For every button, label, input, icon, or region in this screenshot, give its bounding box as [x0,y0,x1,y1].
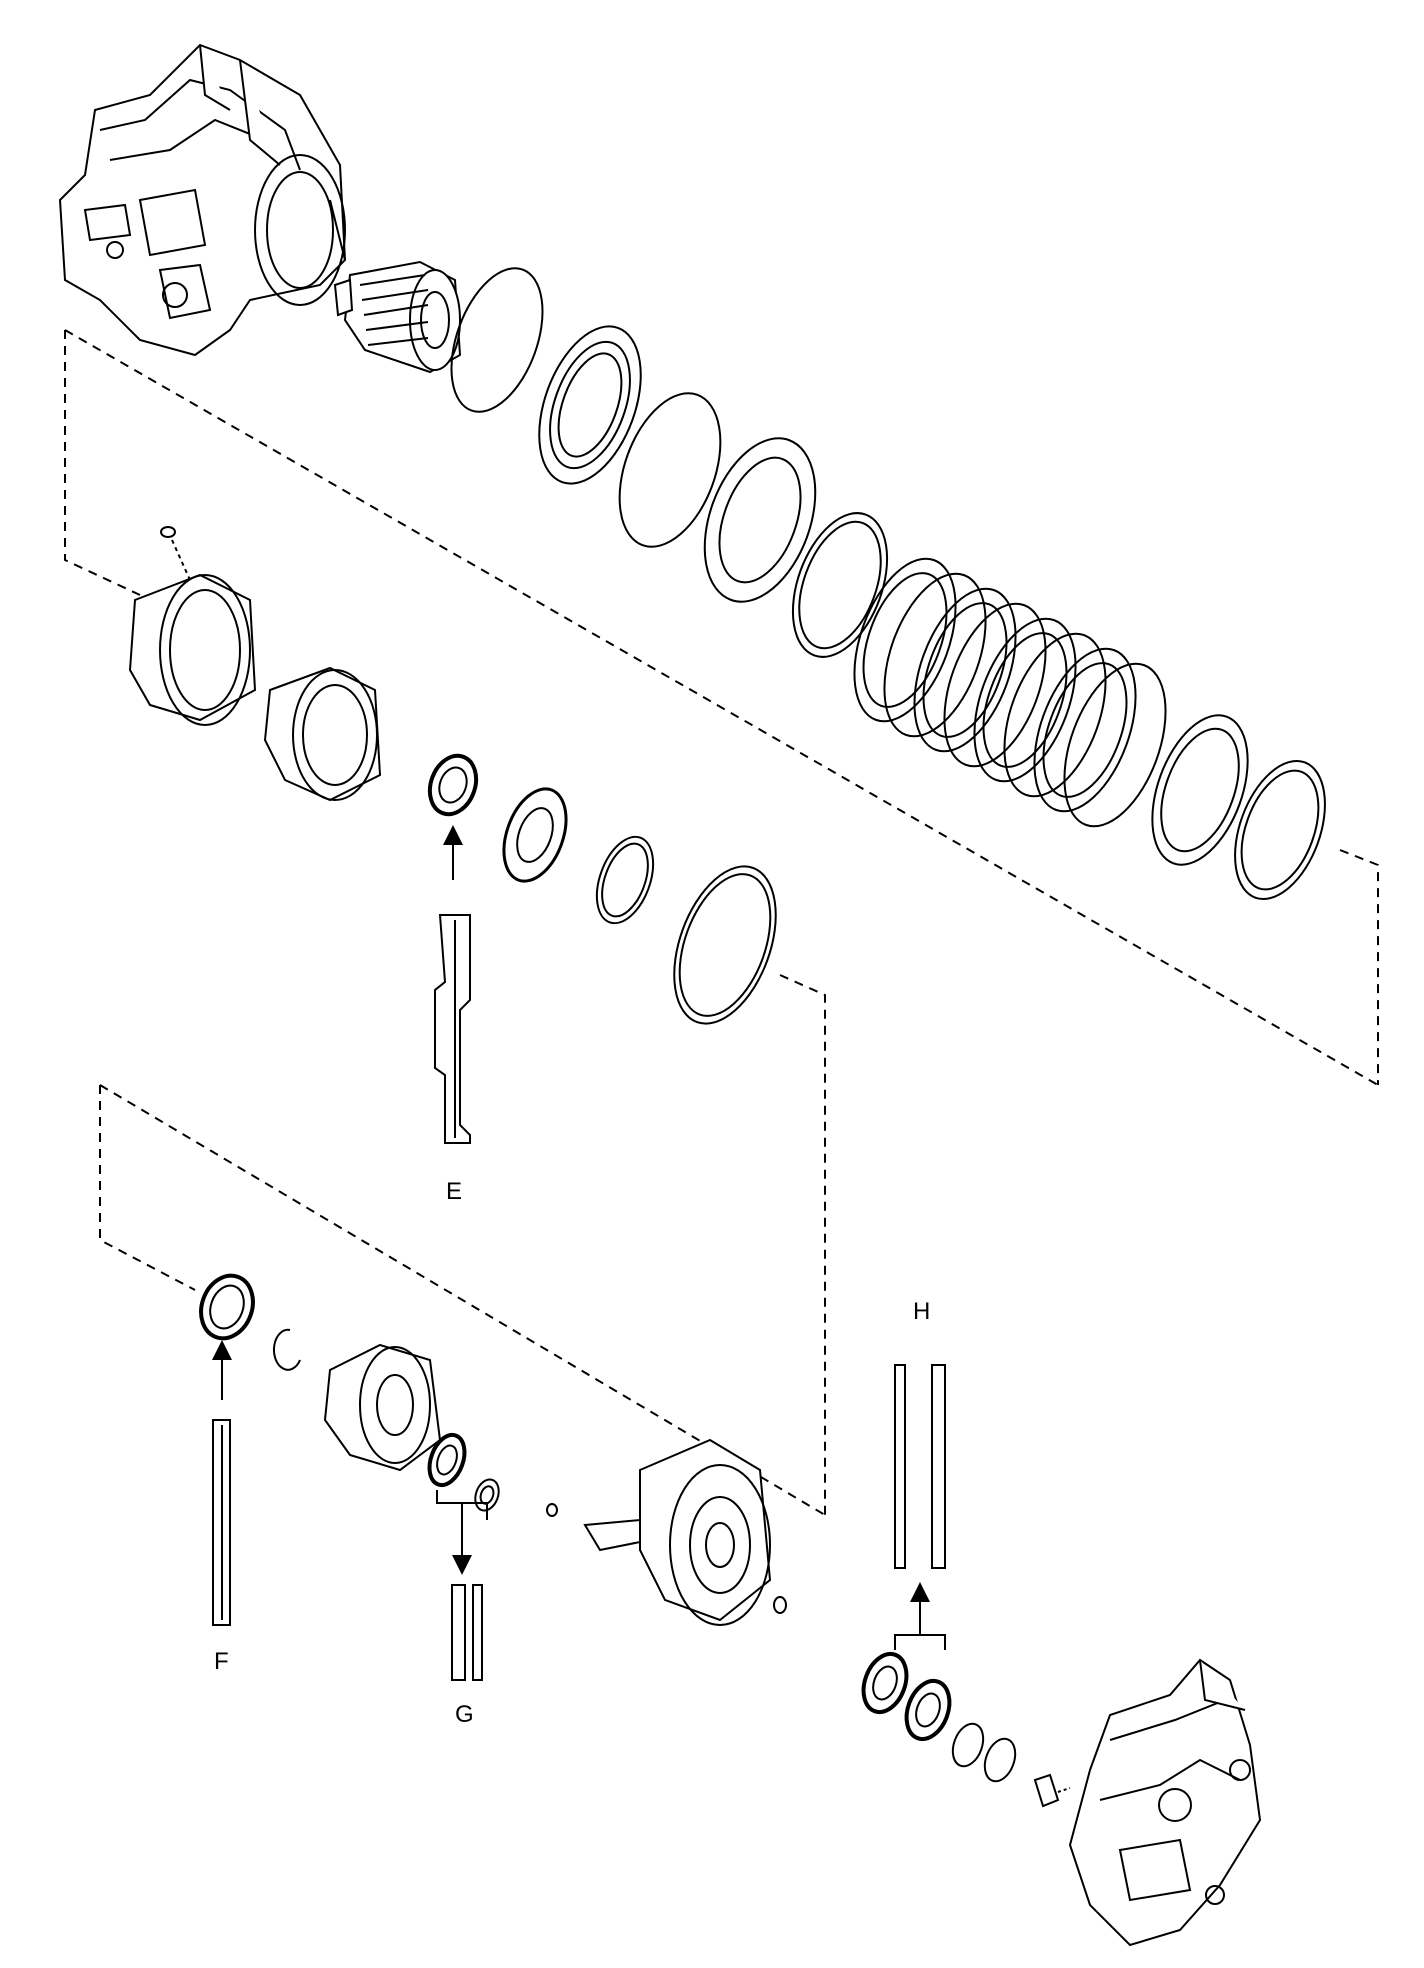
thrust-bearing-h-1 [861,1651,909,1715]
callout-f: F [214,1648,229,1675]
clutch-pack [853,557,1326,901]
thrust-bearing-h-2 [904,1678,952,1742]
middle-row-parts [128,526,777,1025]
callout-g: G [455,1701,474,1728]
dashed-line-lower [99,1085,196,1291]
thrust-bearing-f [199,1273,255,1341]
clutch-drum [639,1438,772,1622]
ring-gear [263,666,382,802]
clip-ring [273,1328,301,1371]
output-gear [323,1343,442,1472]
dashed-line-upper-main [64,329,1379,1086]
lower-row-parts [199,1273,787,1681]
callout-e: E [446,1178,463,1205]
snap-ring-4 [595,835,655,925]
side-cover [1068,1658,1262,1947]
shim-stack-e [434,825,471,1144]
snap-ring-2 [618,392,722,548]
bolt [160,526,176,538]
o-ring-small [546,1503,558,1517]
shim-g-1 [451,1584,466,1681]
upper-rings [450,267,889,658]
thrust-bearing-e [427,753,479,817]
drum-assembly-1 [333,260,462,374]
washer-g [474,1478,500,1512]
seal-ring-1 [951,1722,985,1768]
seal-ring-2 [983,1737,1017,1783]
dashed-line-upper [64,330,141,596]
snap-ring-5 [673,865,777,1025]
spring-retainer [703,437,817,603]
dashed-line-upper-right [1339,849,1379,1085]
dashed-line-lower-main [99,1084,826,1516]
piston-1 [538,325,642,485]
bushing [1033,1773,1060,1808]
dashed-line-lower-right [779,974,826,1515]
shim-g-2 [472,1584,483,1681]
needle-bearing-g [427,1432,467,1488]
o-ring-small-2 [773,1596,787,1614]
lower-right-parts [861,1651,1071,1808]
transmission-case [58,43,347,357]
sun-gear [502,787,568,883]
snap-ring-1 [450,267,544,413]
one-way-clutch [128,573,257,722]
assembly-lines [64,329,1379,1516]
callout-h: H [913,1298,931,1325]
snap-ring-3 [791,512,889,658]
shim-stack-h [894,1364,946,1650]
